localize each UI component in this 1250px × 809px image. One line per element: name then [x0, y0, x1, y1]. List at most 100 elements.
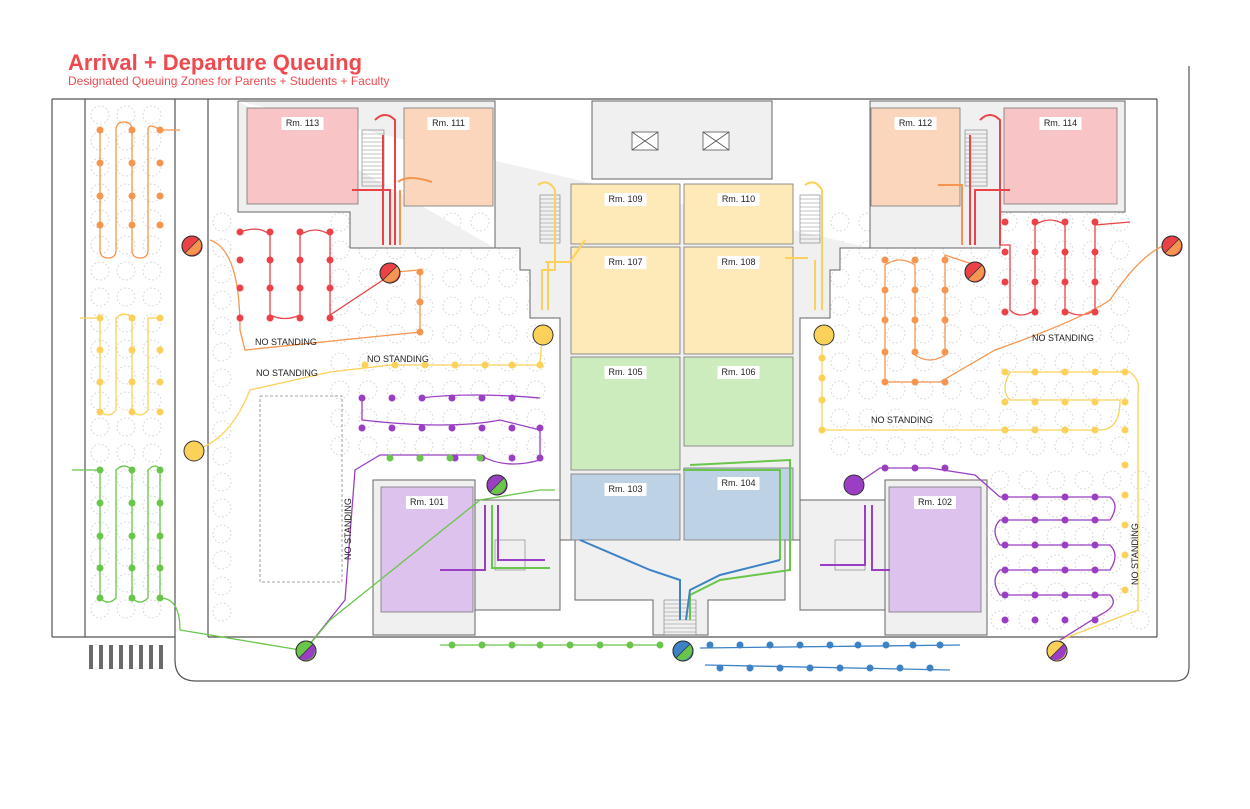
room-label-box	[717, 477, 760, 490]
paving-circle	[970, 296, 990, 316]
paving-circle	[1054, 380, 1074, 400]
paving-circle	[886, 352, 906, 372]
paving-circle	[858, 324, 878, 344]
queue-dot	[1001, 566, 1009, 574]
queue-dot	[1061, 616, 1069, 624]
paving-circle	[142, 443, 162, 463]
paving-circle	[470, 296, 490, 316]
paving-circle	[942, 408, 962, 428]
zone-marker	[1161, 235, 1183, 257]
queue-dot	[156, 564, 164, 572]
paving-circle	[442, 352, 462, 372]
paving-circle	[998, 408, 1018, 428]
room-label: Rm. 106	[721, 367, 755, 377]
queue-dot	[1121, 426, 1129, 434]
paving-circle	[886, 268, 906, 288]
room-label: Rm. 109	[608, 194, 642, 204]
queue-dot	[128, 532, 136, 540]
paving-circle	[1082, 324, 1102, 344]
paving-circle	[914, 296, 934, 316]
paving-circle	[1074, 582, 1094, 602]
paving-circle	[142, 209, 162, 229]
queue-dot	[96, 594, 104, 602]
queue-dot	[156, 126, 164, 134]
queue-dot	[296, 314, 304, 322]
queue-dot	[1121, 398, 1129, 406]
room-label-box	[717, 366, 760, 379]
paving-circle	[1026, 408, 1046, 428]
paving-circle	[526, 436, 546, 456]
paving-circle	[212, 602, 232, 622]
queue-dot	[96, 466, 104, 474]
paving-circle	[914, 380, 934, 400]
queue-dot	[1031, 541, 1039, 549]
paving-circle	[498, 296, 518, 316]
zone-markers	[181, 235, 1183, 662]
queue-dot	[478, 641, 486, 649]
paving-circle	[330, 324, 350, 344]
paving-circle	[1026, 380, 1046, 400]
queue-dot	[358, 394, 366, 402]
paving-circle	[142, 105, 162, 125]
paving-circle	[858, 240, 878, 260]
queue-route	[821, 340, 1139, 641]
queue-dot	[746, 664, 754, 672]
queue-dot	[1091, 516, 1099, 524]
paving-circle	[330, 380, 350, 400]
paving-circle	[358, 408, 378, 428]
room: Rm. 102	[888, 486, 982, 613]
paving-circle	[414, 240, 434, 260]
paving-circle	[1018, 470, 1038, 490]
queue-dot	[1001, 278, 1009, 286]
paving-circle	[358, 240, 378, 260]
room-label: Rm. 104	[721, 478, 755, 488]
room: Rm. 111	[403, 107, 494, 207]
paving-circle	[970, 380, 990, 400]
queue-dot	[941, 286, 949, 294]
queue-dot	[388, 394, 396, 402]
room-label-box	[427, 117, 470, 130]
queue-dot	[391, 361, 399, 369]
paving-circle	[970, 436, 990, 456]
queue-dot	[448, 424, 456, 432]
queue-dot	[96, 378, 104, 386]
paving-circle	[116, 599, 136, 619]
room-label-box	[914, 496, 956, 509]
queue-dot	[1091, 426, 1099, 434]
queue-dot	[1061, 516, 1069, 524]
queue-dot	[326, 256, 334, 264]
room-label: Rm. 110	[722, 194, 755, 204]
queue-dot	[156, 159, 164, 167]
zone-marker	[532, 324, 554, 346]
queue-dot	[1001, 591, 1009, 599]
paving-circle	[886, 324, 906, 344]
room: Rm. 114	[1003, 107, 1118, 205]
dashed-zone	[259, 395, 343, 583]
queue-dot	[1061, 278, 1069, 286]
paving-circle	[116, 235, 136, 255]
zone-marker	[181, 235, 203, 257]
paving-circle	[886, 380, 906, 400]
queue-dot	[1001, 541, 1009, 549]
paving-circle	[1026, 268, 1046, 288]
paving-circle	[1054, 240, 1074, 260]
room: Rm. 109	[570, 183, 681, 245]
queue-dot	[941, 348, 949, 356]
queue-dot	[1031, 516, 1039, 524]
room-label-box	[604, 193, 647, 206]
paving-circle	[90, 547, 110, 567]
queue-dot	[716, 664, 724, 672]
paving-circle	[1130, 526, 1150, 546]
queue-route	[545, 239, 586, 263]
paving-circle	[914, 324, 934, 344]
paving-circle	[470, 352, 490, 372]
paving-circle	[212, 290, 232, 310]
queue-dot	[1001, 308, 1009, 316]
queue-dot	[1001, 218, 1009, 226]
paving-circle	[116, 261, 136, 281]
queue-dot	[156, 221, 164, 229]
paving-circle	[90, 157, 110, 177]
paving-circle	[414, 268, 434, 288]
queue-dot	[358, 424, 366, 432]
paving-circle	[386, 296, 406, 316]
